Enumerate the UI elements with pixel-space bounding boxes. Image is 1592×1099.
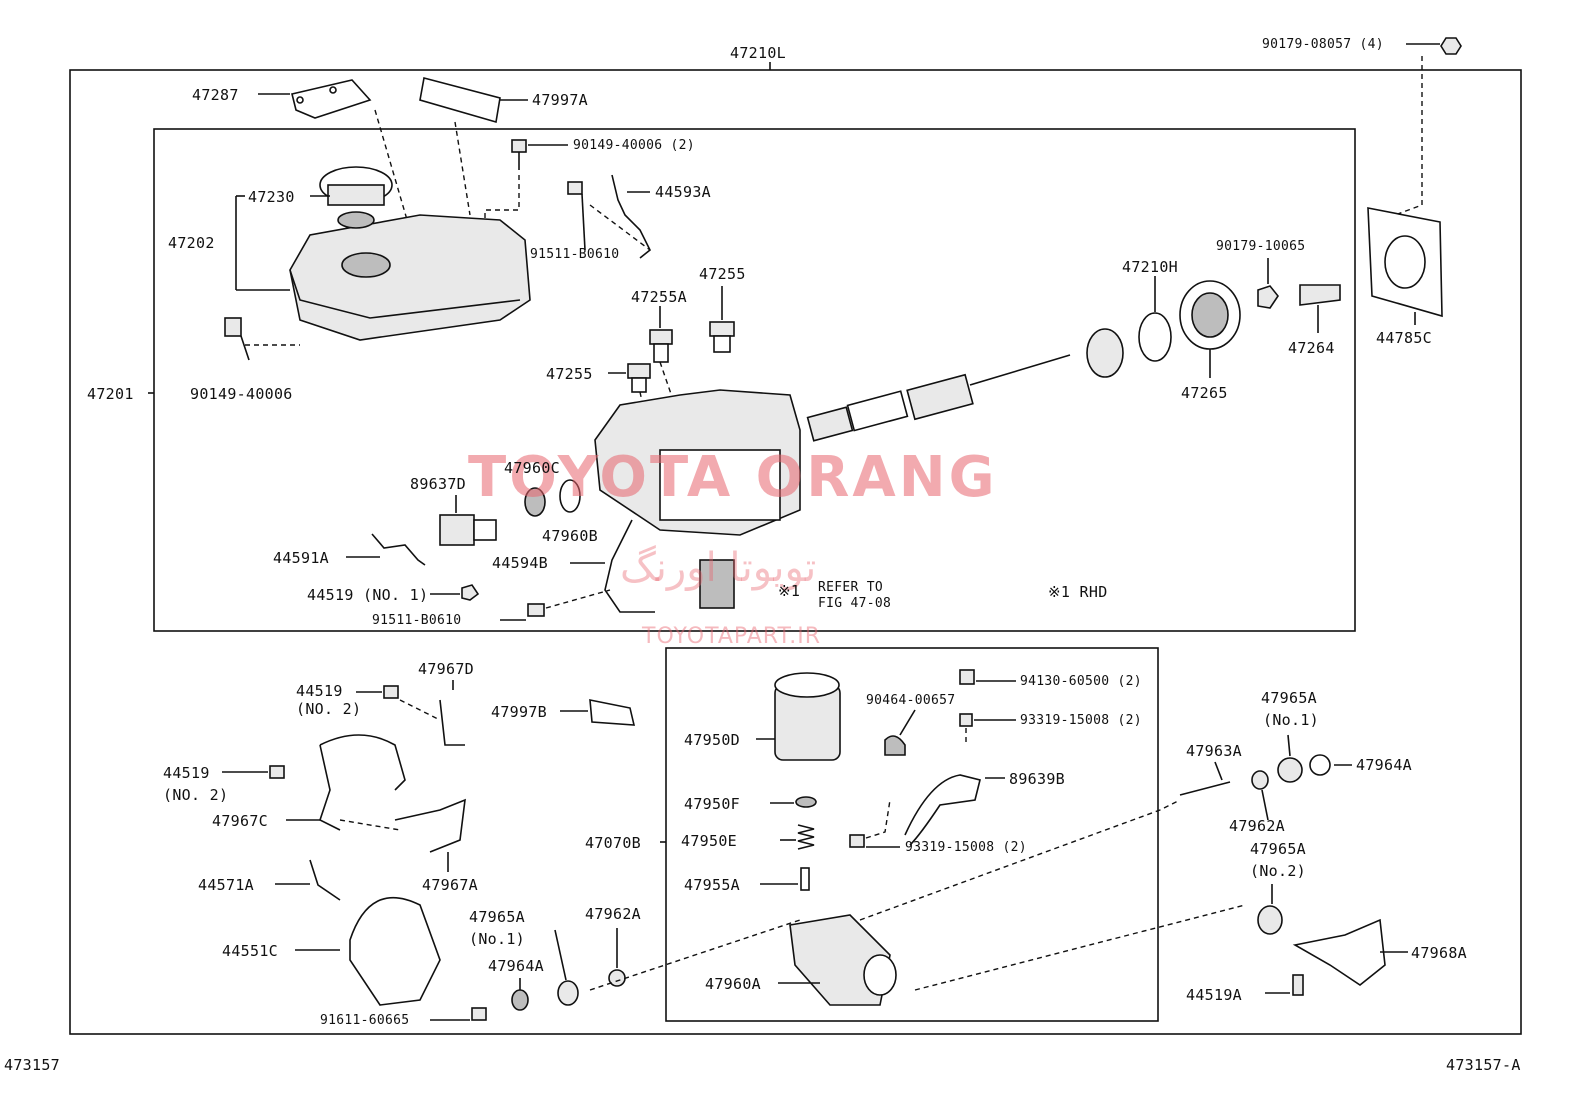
- label-plug2: 47255A: [631, 288, 687, 306]
- label-pump-motor: 47950D: [684, 731, 740, 749]
- label-cap: 47230: [248, 188, 295, 206]
- label-cushion-no1-sub: (No.1): [1263, 711, 1319, 729]
- label-pipe-963a: 47963A: [1186, 742, 1242, 760]
- label-spring-950e: 47950E: [681, 832, 737, 850]
- label-cushion-964: 47964A: [1356, 756, 1412, 774]
- watermark-brand: TOYOTA ORANG: [468, 445, 998, 510]
- plug-icon: [649, 306, 673, 363]
- label-cushion-965-low: 47965A: [469, 908, 525, 926]
- label-bracket-591: 44591A: [273, 549, 329, 567]
- label-cushion-no1: 47965A: [1261, 689, 1317, 707]
- label-bracket-967c: 47967C: [212, 812, 268, 830]
- hose-icon: [309, 859, 341, 901]
- label-spacer-950f: 47950F: [684, 795, 740, 813]
- label-rhd-note: ※1 RHD: [1048, 583, 1108, 601]
- label-clamp-no2a: 44519: [296, 682, 343, 700]
- bracket-clamp-icon: [319, 734, 406, 791]
- label-clamp-519a: 44519A: [1186, 986, 1242, 1004]
- label-pump-assy: 47070B: [585, 834, 641, 852]
- label-boot-ring: 47210H: [1122, 258, 1178, 276]
- nut-icon: [1440, 37, 1462, 55]
- label-oring-c: 47960C: [504, 459, 560, 477]
- connector-icon: [699, 559, 735, 609]
- label-cushion-965-low-sub: (No.1): [469, 930, 525, 948]
- label-boot: 47265: [1181, 384, 1228, 402]
- label-plug3: 47255: [546, 365, 593, 383]
- label-bracket-967d: 47967D: [418, 660, 474, 678]
- seal-icon: [1086, 328, 1124, 378]
- label-code-left: 473157: [4, 1056, 60, 1074]
- label-reservoir: 47202: [168, 234, 215, 252]
- label-bracket-a: 44593A: [655, 183, 711, 201]
- label-bolt-b: 91511-B0610: [372, 613, 462, 628]
- spring-icon: [797, 824, 815, 850]
- label-nut-top: 90179-08057 (4): [1262, 37, 1384, 52]
- gasket-icon: [291, 79, 372, 119]
- watermark-url: TOYOTAPART.IR: [642, 624, 822, 649]
- screw-icon: [224, 317, 242, 337]
- label-hose-571: 44571A: [198, 876, 254, 894]
- label-refer-mark: ※1: [778, 582, 801, 600]
- label-bracket-594: 44594B: [492, 554, 548, 572]
- sensor-icon: [439, 514, 475, 546]
- inner-frame: [153, 128, 1356, 632]
- label-sensor: 89637D: [410, 475, 466, 493]
- label-nut-mid: 90179-10065: [1216, 239, 1306, 254]
- outer-frame: [69, 69, 1522, 1035]
- label-refer-line2: FIG 47-08: [818, 596, 892, 611]
- label-clamp-no2b-sub: (NO. 2): [163, 786, 229, 804]
- label-cushion-962-low: 47962A: [585, 905, 641, 923]
- label-bolt-941: 94130-60500 (2): [1020, 674, 1142, 689]
- label-bolt-a: 91511-B0610: [530, 247, 620, 262]
- label-bracket-968: 47968A: [1411, 944, 1467, 962]
- pump-frame: [665, 647, 1159, 1022]
- label-assy: 47210L: [730, 44, 786, 62]
- watermark-brand-fa: تویوتا اورنگ: [620, 545, 817, 591]
- label-cushion-no2-sub: (No.2): [1250, 862, 1306, 880]
- bracket-plate-icon: [1292, 918, 1386, 986]
- gasket-plate-icon: [1367, 207, 1443, 318]
- reservoir-icon: [289, 214, 531, 341]
- label-oring-b: 47960B: [542, 527, 598, 545]
- label-clamp-no2b: 44519: [163, 764, 210, 782]
- label-screw-top: 90149-40006 (2): [573, 138, 695, 153]
- label-plug1: 47255: [699, 265, 746, 283]
- label-bolt-933a: 93319-15008 (2): [1020, 713, 1142, 728]
- label-screw-left: 90149-40006: [190, 385, 293, 403]
- label-pump-body: 47960A: [705, 975, 761, 993]
- label-clip: 90464-00657: [866, 693, 956, 708]
- label-cushion-962: 47962A: [1229, 817, 1285, 835]
- label-997b: 47997B: [491, 703, 547, 721]
- label-hose-551: 44551C: [222, 942, 278, 960]
- switch-icon: [904, 774, 981, 846]
- label-refer-line1: REFER TO: [818, 580, 884, 595]
- label-clamp-no1: 44519 (NO. 1): [307, 586, 429, 604]
- label-clamp-no2a-sub: (NO. 2): [296, 700, 362, 718]
- label-label-top: 47997A: [532, 91, 588, 109]
- label-cushion-964-low: 47964A: [488, 957, 544, 975]
- label-plate-icon: [419, 77, 501, 124]
- label-gasket-c: 44785C: [1376, 329, 1432, 347]
- label-pin-955a: 47955A: [684, 876, 740, 894]
- label-bracket-967a: 47967A: [422, 876, 478, 894]
- label-bolt-933b: 93319-15008 (2): [905, 840, 1027, 855]
- label-bracket-264: 47264: [1288, 339, 1335, 357]
- label-code-right: 473157-A: [1446, 1056, 1521, 1074]
- clip-label-icon: [589, 699, 636, 726]
- bracket-icon: [611, 174, 652, 259]
- label-gasket-top: 47287: [192, 86, 239, 104]
- label-screw-916: 91611-60665: [320, 1013, 410, 1028]
- label-cylinder: 47201: [87, 385, 134, 403]
- label-cushion-no2: 47965A: [1250, 840, 1306, 858]
- label-switch: 89639B: [1009, 770, 1065, 788]
